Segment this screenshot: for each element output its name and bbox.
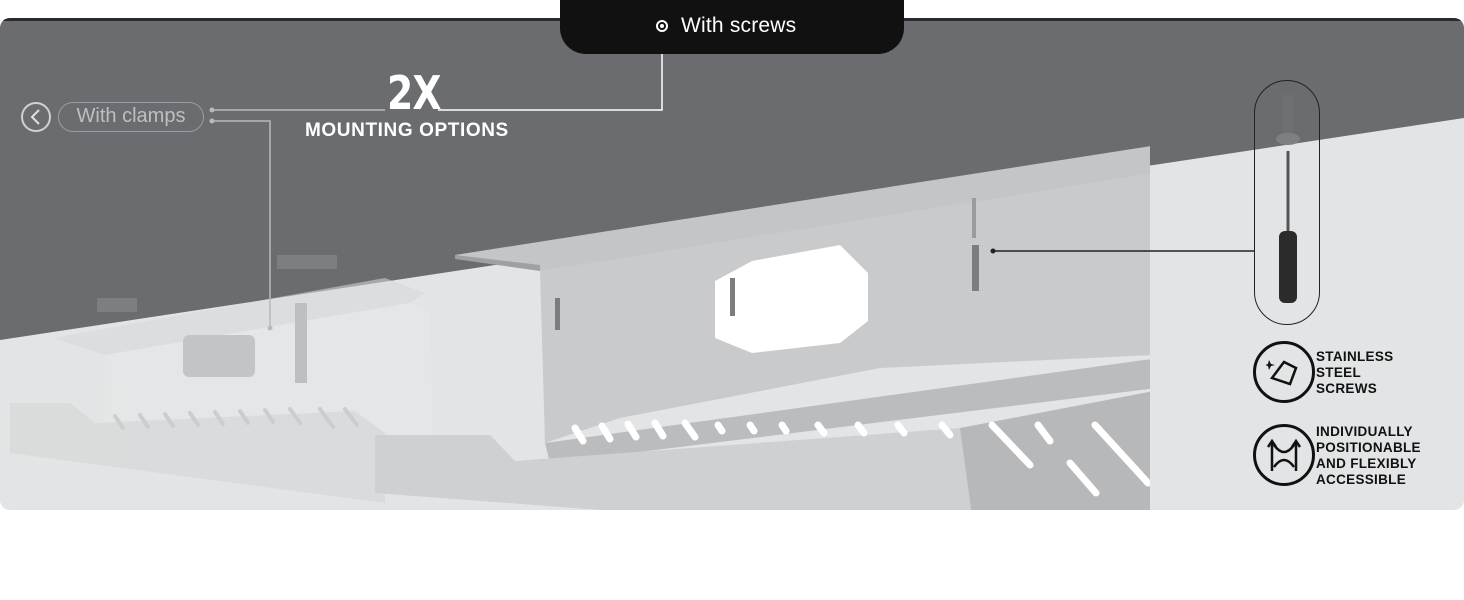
feature-positionable-line: AND FLEXIBLY bbox=[1316, 456, 1417, 471]
hero-panel bbox=[0, 18, 1464, 510]
selected-dot-icon bbox=[656, 20, 668, 32]
clamps-option-button[interactable]: With clamps bbox=[58, 102, 204, 132]
stainless-steel-screw-icon bbox=[1253, 341, 1315, 403]
adjustable-arrows-icon bbox=[1253, 424, 1315, 486]
clamp-tray-illustration bbox=[10, 255, 433, 503]
feature-positionable-text: INDIVIDUALLY POSITIONABLE AND FLEXIBLY A… bbox=[1316, 424, 1421, 488]
screw-tool-callout bbox=[1254, 80, 1320, 325]
mounting-tab-screws[interactable] bbox=[560, 0, 904, 54]
headline-subtitle: MOUNTING OPTIONS bbox=[305, 120, 509, 141]
headline-count: 2X bbox=[387, 66, 442, 120]
connector-lines bbox=[209, 32, 1254, 331]
screw-tray-illustration bbox=[375, 146, 1150, 510]
feature-steel-line: STEEL bbox=[1316, 365, 1362, 380]
feature-steel-text: STAINLESS STEEL SCREWS bbox=[1316, 349, 1393, 397]
feature-positionable-line: ACCESSIBLE bbox=[1316, 472, 1407, 487]
feature-positionable-line: POSITIONABLE bbox=[1316, 440, 1421, 455]
feature-positionable-line: INDIVIDUALLY bbox=[1316, 424, 1413, 439]
back-button[interactable] bbox=[21, 102, 51, 132]
feature-steel-line: STAINLESS bbox=[1316, 349, 1394, 364]
chevron-left-icon bbox=[30, 109, 40, 125]
tab-label: With screws bbox=[681, 14, 797, 37]
screwdriver-icon bbox=[1276, 95, 1300, 303]
feature-steel-line: SCREWS bbox=[1316, 381, 1378, 396]
